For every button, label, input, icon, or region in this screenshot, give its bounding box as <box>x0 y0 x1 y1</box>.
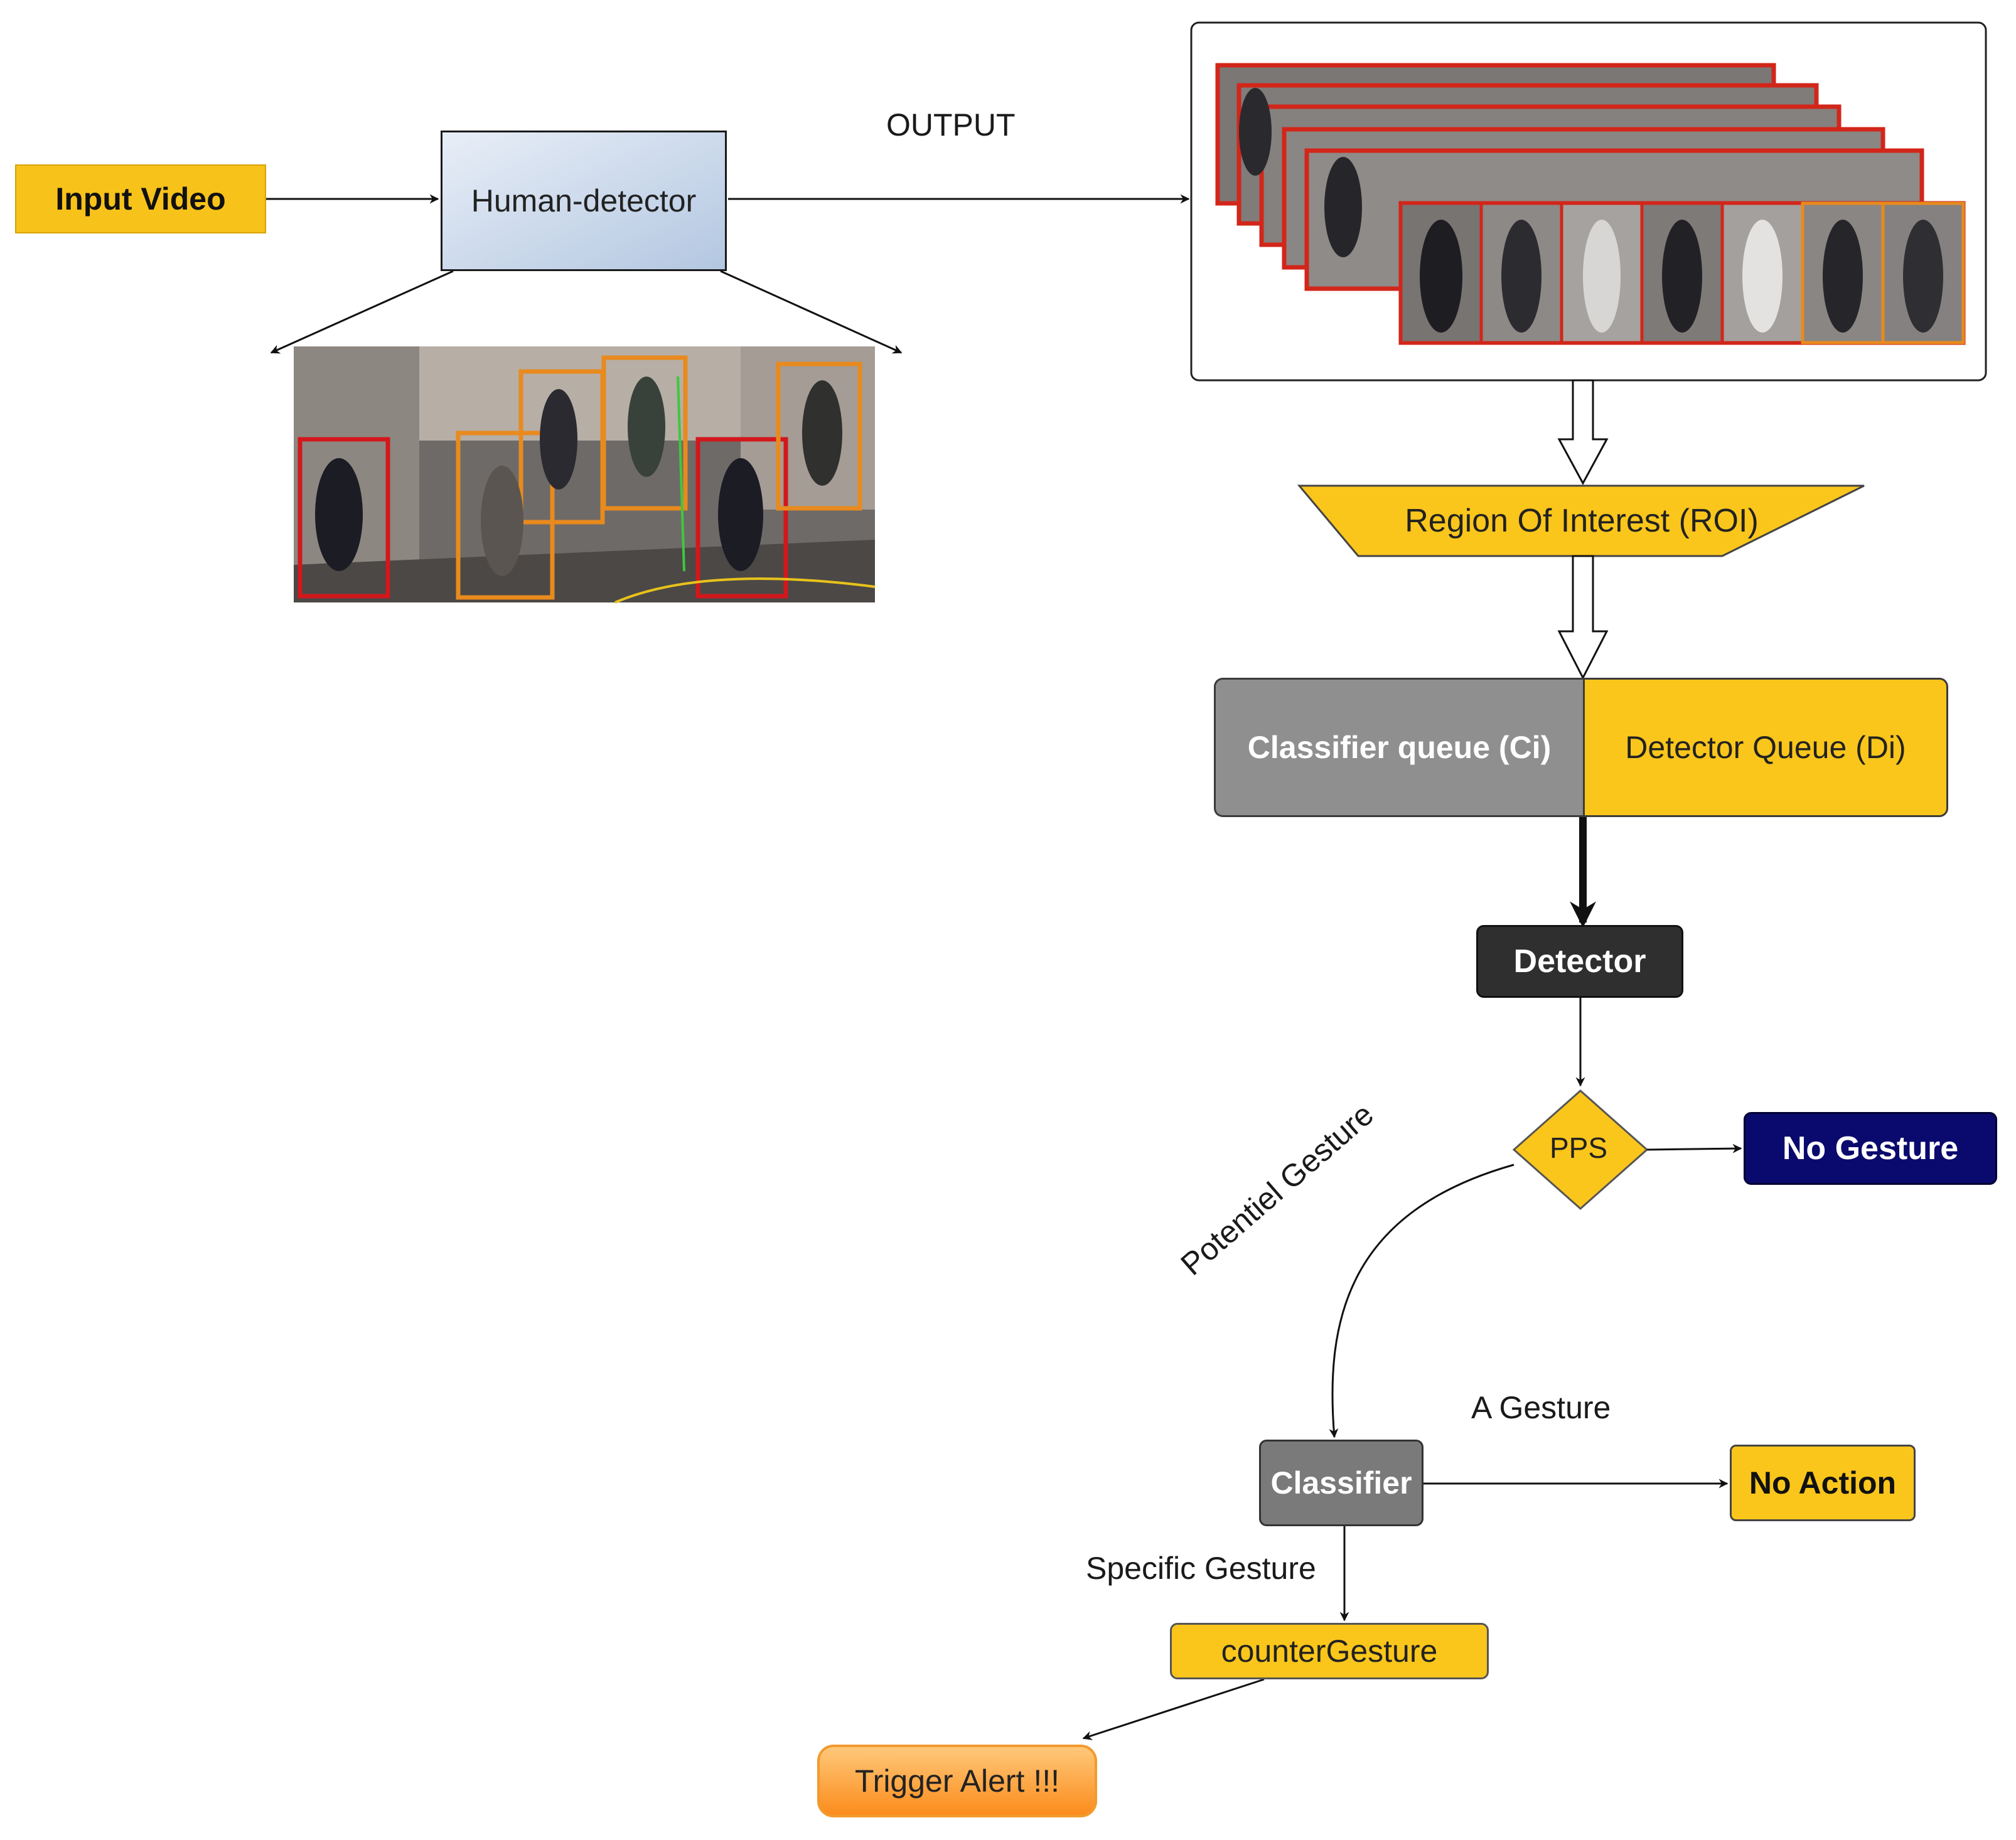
edge-pps-to-classifier <box>1329 1163 1515 1438</box>
roi-label: Region Of Interest (ROI) <box>1405 503 1759 539</box>
edge-detector-to-frame-left <box>270 270 454 354</box>
detector-queue-node: Detector Queue (Di) <box>1583 678 1948 817</box>
detection-frame-image <box>294 346 876 604</box>
output-edge-label: OUTPUT <box>886 107 1016 142</box>
counter-gesture-node: counterGesture <box>1170 1623 1489 1679</box>
edge-detector-to-frame-right <box>720 270 903 354</box>
pps-label: PPS <box>1549 1131 1608 1164</box>
pps-diamond <box>1512 1089 1649 1211</box>
edge-output-to-roi <box>1557 379 1609 486</box>
edge-roi-to-queue <box>1557 555 1609 680</box>
no-gesture-node: No Gesture <box>1744 1112 1997 1185</box>
classifier-node: Classifier <box>1259 1440 1424 1526</box>
detector-node: Detector <box>1476 925 1683 998</box>
edge-counter-to-alert <box>1082 1678 1265 1740</box>
input-video-node: Input Video <box>15 164 266 233</box>
a-gesture-edge-label: A Gesture <box>1471 1390 1611 1425</box>
specific-gesture-edge-label: Specific Gesture <box>1086 1551 1316 1586</box>
no-action-node: No Action <box>1730 1445 1916 1521</box>
output-stack-image <box>1215 63 1966 345</box>
classifier-queue-node: Classifier queue (Ci) <box>1214 678 1583 817</box>
human-detector-node: Human-detector <box>441 131 727 271</box>
edge-pps-to-no-gesture <box>1646 1143 1742 1153</box>
roi-shape <box>1297 484 1865 557</box>
trigger-alert-node: Trigger Alert !!! <box>817 1745 1097 1817</box>
